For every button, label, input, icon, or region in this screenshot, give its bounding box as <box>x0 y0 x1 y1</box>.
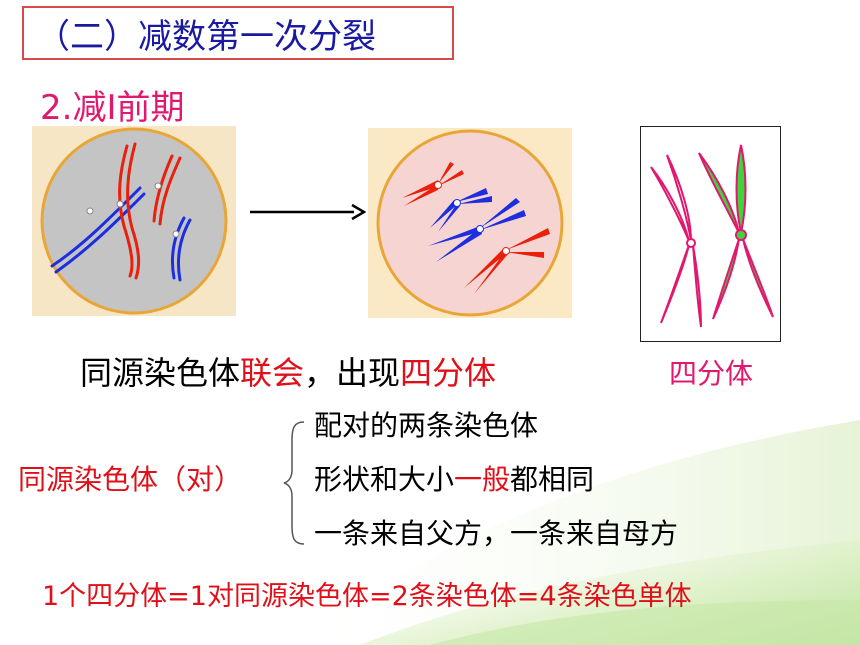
arrow-icon <box>250 203 366 221</box>
tetrad-figure <box>650 144 774 328</box>
caption-part-tetrad: 四分体 <box>400 354 497 392</box>
cell-early-prophase-figure <box>32 126 236 316</box>
homolog-characteristics: 配对的两条染色体 形状和大小一般都相同 一条来自父方，一条来自母方 <box>314 408 678 570</box>
tetrad-figure-caption: 四分体 <box>669 357 754 390</box>
slide-title: （二）减数第一次分裂 <box>22 6 454 60</box>
tetrad-formula: 1个四分体=1对同源染色体=2条染色体=4条染色单体 <box>42 581 692 612</box>
caption-part-synapsis: 联会 <box>240 354 305 392</box>
section-label: 2.减Ⅰ前期 <box>40 88 185 128</box>
characteristic-item: 一条来自父方，一条来自母方 <box>314 517 679 550</box>
main-caption: 同源染色体联会，出现四分体 <box>80 348 496 394</box>
characteristic-item: 配对的两条染色体 <box>314 409 539 442</box>
characteristic-text: 形状和大小 <box>314 463 455 496</box>
homolog-definition-label: 同源染色体（对） <box>18 463 243 496</box>
curly-brace-icon <box>283 421 305 545</box>
tetrad-figure-frame <box>640 126 781 342</box>
caption-part-homologs: 同源染色体 <box>80 354 241 392</box>
characteristic-text: 都相同 <box>510 463 595 496</box>
cell-synapsis-figure <box>368 128 572 318</box>
characteristic-emphasis: 一般 <box>454 463 511 496</box>
characteristic-item: 形状和大小一般都相同 <box>314 462 678 516</box>
caption-part-appear: ，出现 <box>304 354 401 392</box>
